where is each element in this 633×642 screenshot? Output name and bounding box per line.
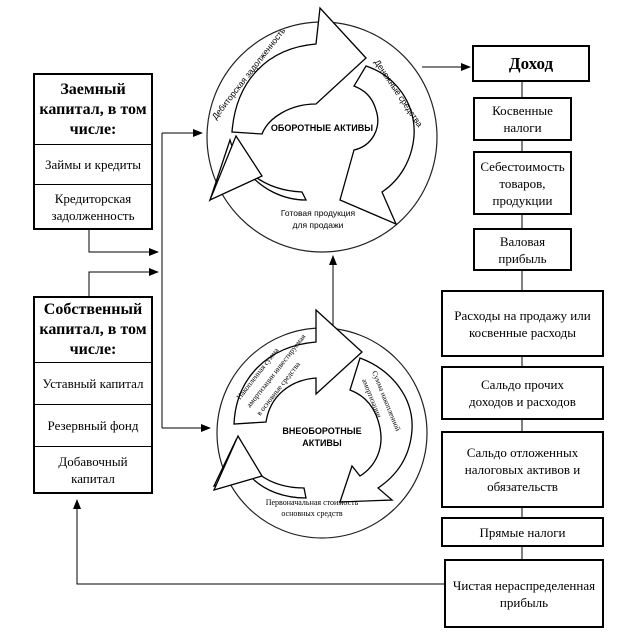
finished-goods-label-line1: Готовая продукция — [281, 208, 356, 218]
own-capital-table: Собственный капитал, в том числе: Уставн… — [33, 296, 153, 494]
flow-gross-profit: Валовая прибыль — [473, 228, 572, 271]
flow-income: Доход — [472, 45, 590, 82]
accounts-payable: Кредиторская задолженность — [35, 184, 151, 228]
noncurrent-assets-arrow-left-head — [212, 434, 263, 492]
noncurrent-assets-arrow-top — [233, 308, 363, 425]
current-assets-arrow-right — [339, 65, 415, 226]
own-capital-title: Собственный капитал, в том числе: — [39, 301, 147, 358]
flow-direct-taxes: Прямые налоги — [441, 517, 604, 547]
flow-net-retained-profit: Чистая нераспределенная прибыль — [444, 559, 604, 628]
retained-profit-feedback-arrow — [73, 499, 444, 585]
noncurrent-assets-arrow-right — [339, 357, 413, 503]
flow-other-income-balance: Сальдо прочих доходов и расходов — [441, 366, 604, 420]
flow-deferred-tax-balance: Сальдо отложенных налоговых активов и об… — [441, 431, 604, 508]
initial-cost-label-line2: основных средств — [281, 509, 343, 518]
borrowed-capital-table: Заемный капитал, в том числе: Займы и кр… — [33, 73, 153, 230]
authorized-capital: Уставный капитал — [35, 362, 151, 404]
current-assets-center-label: ОБОРОТНЫЕ АКТИВЫ — [271, 123, 373, 133]
initial-cost-label-line1: Первоначальная стоимость — [266, 498, 359, 507]
additional-capital: Добавочный капитал — [35, 446, 151, 492]
current-assets-arrow-left-head — [208, 134, 263, 202]
finished-goods-label-line2: для продажи — [293, 220, 344, 230]
flow-indirect-taxes: Косвенные налоги — [473, 97, 572, 141]
own-connector — [88, 268, 159, 296]
noncurrent-assets-center-label-line2: АКТИВЫ — [302, 438, 342, 448]
noncurrent-assets-center-label-line1: ВНЕОБОРОТНЫЕ — [282, 426, 361, 436]
loans-and-credits: Займы и кредиты — [35, 144, 151, 184]
borrowed-capital-title: Заемный капитал, в том числе: — [39, 80, 147, 138]
borrowed-connector — [88, 230, 159, 256]
current-assets-arrow-top — [231, 6, 367, 135]
reserve-fund: Резервный фонд — [35, 404, 151, 446]
flow-cost-of-goods: Себестоимость товаров, продукции — [473, 151, 572, 215]
flow-selling-expenses: Расходы на продажу или косвенные расходы — [441, 290, 604, 357]
